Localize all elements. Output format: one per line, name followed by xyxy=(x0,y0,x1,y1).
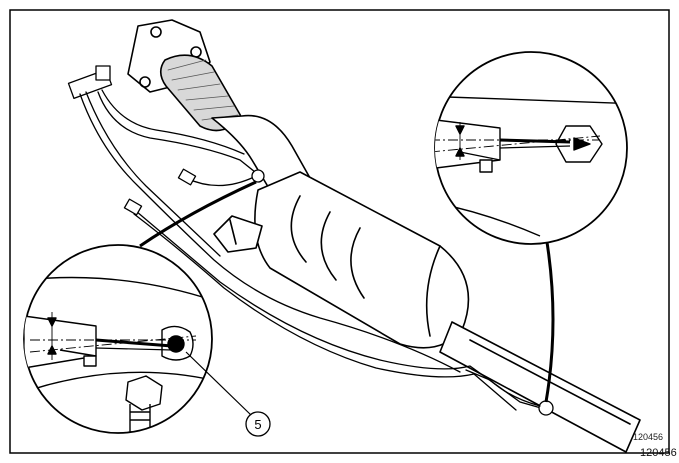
filter-heat-shield-rib xyxy=(320,211,337,281)
detail-circle-lower-left xyxy=(23,244,253,434)
detail-circle-upper-right xyxy=(434,51,628,245)
tail-pipe xyxy=(439,321,641,453)
filter-heat-shield-rib xyxy=(290,195,307,263)
upstream-union-nut xyxy=(251,169,265,183)
detail-leader-left xyxy=(139,180,257,248)
detail-leader-right xyxy=(544,235,555,403)
mounting-bracket xyxy=(213,215,263,253)
downstream-union-nut xyxy=(538,400,554,416)
filter-heat-shield-rib xyxy=(350,227,365,299)
particle-filter-body xyxy=(254,171,470,349)
sensor-wiring xyxy=(67,65,554,416)
detail-hex-bolt xyxy=(125,375,163,411)
callout-leader xyxy=(185,351,253,417)
down-pipe xyxy=(211,114,311,191)
callout-number: 5 xyxy=(254,417,261,432)
flexible-bellows xyxy=(159,54,243,132)
sensor-plug xyxy=(177,168,197,186)
sensor-plug xyxy=(123,198,143,216)
flange-bolt-hole xyxy=(139,76,151,88)
flange-bolt-hole xyxy=(150,26,162,38)
filter-end-cone xyxy=(425,245,441,337)
bellows-texture xyxy=(167,59,239,121)
figure-reference-outer: 120456 xyxy=(640,447,677,459)
callout-5: 5 xyxy=(245,411,271,437)
exhaust-pipe-assembly xyxy=(127,19,641,453)
figure-reference-inner: 120456 xyxy=(633,432,664,442)
figure-border xyxy=(9,9,670,454)
